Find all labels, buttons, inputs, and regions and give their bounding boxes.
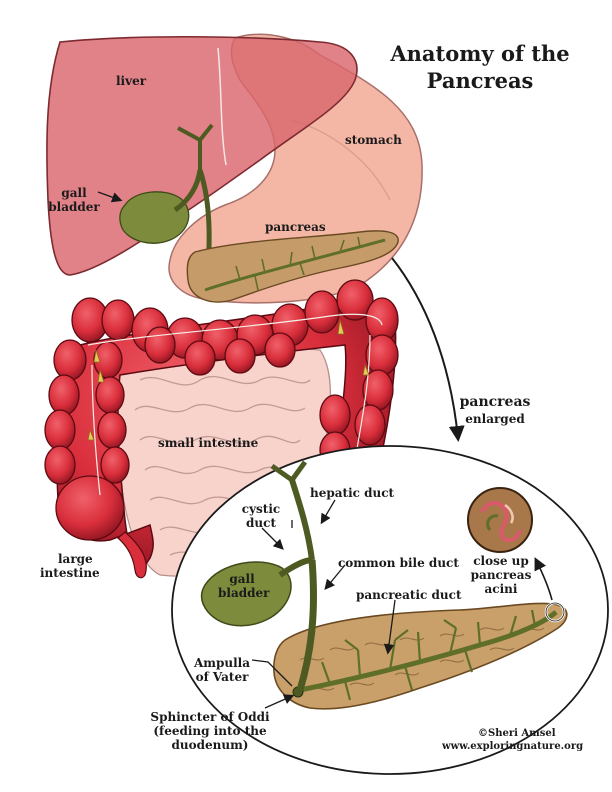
pancreas-enlarged bbox=[273, 602, 568, 710]
label-liver: liver bbox=[116, 74, 147, 88]
label-pointers bbox=[97, 191, 396, 709]
label-small-intestine: small intestine bbox=[158, 436, 259, 450]
label-pancreas-enlarged: pancreas enlarged bbox=[459, 394, 531, 426]
label-common-bile-duct: common bile duct bbox=[338, 556, 459, 570]
enlarge-arrow bbox=[391, 257, 465, 442]
label-ampulla-of-vater: Ampulla of Vater bbox=[193, 656, 250, 684]
acini-closeup bbox=[467, 487, 566, 623]
pancreas-small bbox=[186, 230, 399, 303]
label-cystic-duct: cystic duct bbox=[241, 502, 281, 530]
label-sphincter-of-oddi: Sphincter of Oddi (feeding into the duod… bbox=[150, 710, 270, 752]
title-line-2: Pancreas bbox=[426, 68, 534, 93]
label-gall-bladder-inset: gall bladder bbox=[218, 572, 270, 600]
label-close-up-acini: close up pancreas acini bbox=[470, 554, 532, 596]
label-large-intestine: large intestine bbox=[40, 552, 100, 580]
credit-author: ©Sheri Amsel bbox=[478, 728, 556, 739]
large-intestine bbox=[44, 279, 399, 579]
label-hepatic-duct: hepatic duct bbox=[310, 486, 395, 500]
title-line-1: Anatomy of the bbox=[390, 41, 570, 66]
label-pancreas: pancreas bbox=[265, 220, 326, 234]
diagram-title: Anatomy of the Pancreas bbox=[380, 40, 580, 94]
label-gall-bladder-top: gall bladder bbox=[48, 186, 100, 214]
label-stomach: stomach bbox=[345, 133, 402, 147]
credit-website[interactable]: www.exploringnature.org bbox=[442, 741, 584, 752]
label-pancreatic-duct: pancreatic duct bbox=[356, 588, 462, 602]
gall-bladder-inset bbox=[200, 460, 317, 692]
